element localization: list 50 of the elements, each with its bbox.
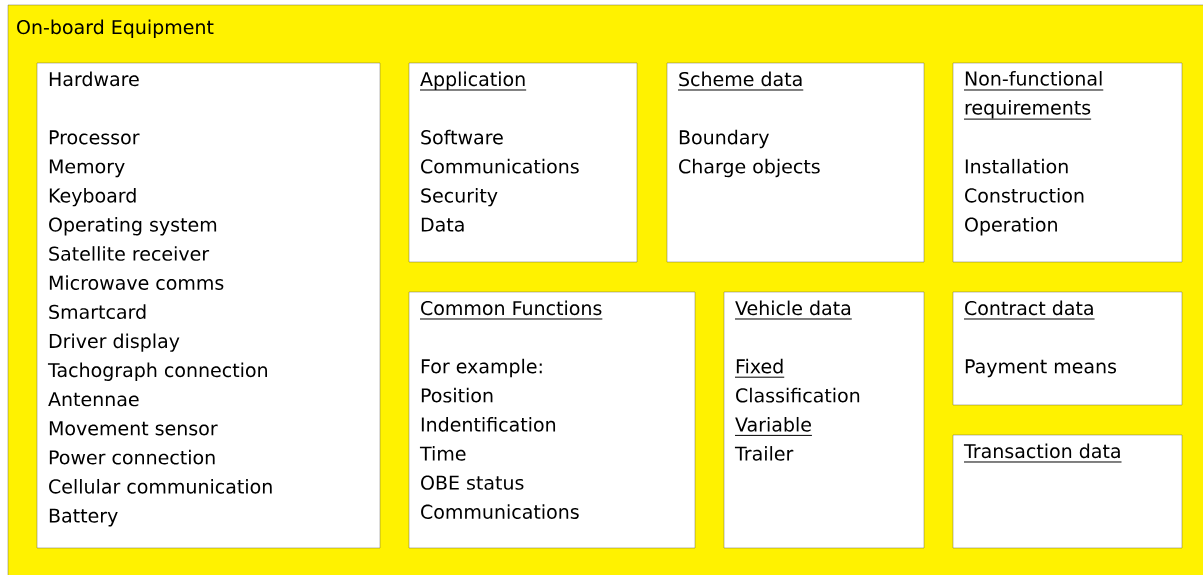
list-item: Movement sensor [49,421,218,436]
list-item: OBE status [421,475,524,490]
list-item: Battery [49,508,118,527]
sub-heading: Fixed [734,358,785,378]
text-box [723,291,925,549]
list-item: For example: [421,358,542,378]
list-item: Driver display [49,333,180,352]
list-item: Payment means [965,359,1117,378]
list-item: Construction [965,187,1084,203]
list-item: Security [421,187,498,207]
text-box [666,62,925,263]
list-item: Keyboard [49,187,136,207]
text-box [952,291,1183,406]
list-item: Communications [421,158,579,174]
box-heading: Vehicle data [734,300,853,320]
list-item: Classification [736,387,860,403]
box-heading: Scheme data [677,71,804,91]
list-item: Satellite receiver [49,246,210,261]
box-heading: Hardware [49,71,139,87]
text-box [408,291,696,549]
list-item: Boundary [679,129,769,149]
list-item: Smartcard [49,304,146,320]
text-box [952,434,1183,549]
list-item: Power connection [49,449,215,465]
box-heading: Non-functional requirements [963,71,1104,120]
list-item: Installation [965,158,1068,174]
list-item: Trailer [734,446,794,461]
list-item: Microwave comms [49,275,224,290]
box-heading: Application [419,71,527,91]
list-item: Operating system [49,217,217,236]
box-heading: Contract data [963,300,1096,320]
list-item: Communications [421,504,579,519]
list-item: Operation [965,217,1057,236]
list-item: Memory [49,159,125,178]
list-item: Tachograph connection [47,362,267,381]
list-item: Charge objects [679,158,820,178]
list-item: Time [419,446,466,461]
list-item: Indentification [421,416,556,432]
list-item: Position [421,387,493,403]
text-box [408,62,638,263]
list-item: Software [421,129,503,145]
list-item: Antennae [48,392,139,407]
box-heading: Common Functions [419,300,603,320]
sub-heading: Variable [734,416,813,436]
text-box [952,62,1183,263]
text-box [36,62,381,549]
list-item: Processor [49,130,140,145]
list-item: Data [421,217,464,232]
list-item: Cellular communication [49,478,272,494]
box-heading: Transaction data [963,443,1123,463]
